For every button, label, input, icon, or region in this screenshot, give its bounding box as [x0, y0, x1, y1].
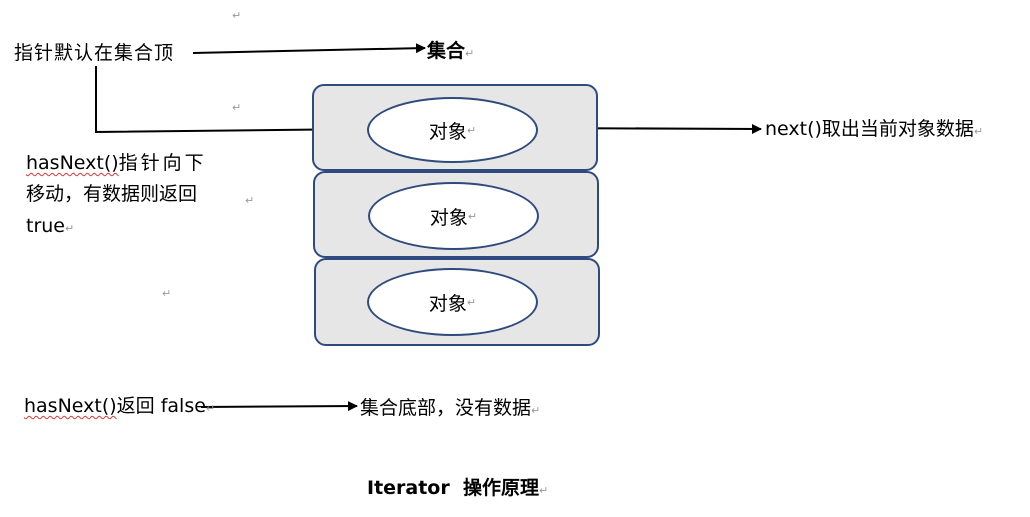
- object-label: 对象: [429, 206, 468, 229]
- pointer-default-note: 指针默认在集合顶: [14, 42, 174, 64]
- collection-bottom-note-text: 集合底部，没有数据: [360, 397, 532, 419]
- object-ellipse-1: 对象↵: [367, 97, 538, 163]
- has-next-false-rest: 返回 false: [116, 395, 206, 417]
- paragraph-mark: ↵: [466, 123, 477, 137]
- has-next-note-line-2-text: 移动，有数据则返回: [26, 183, 198, 205]
- has-next-note-line-3: true↵: [26, 215, 74, 240]
- arrow-pointer-to-collection: [192, 43, 426, 54]
- collection-title: 集合↵: [427, 40, 474, 65]
- has-next-false-method: hasNext(): [24, 395, 117, 417]
- has-next-method: hasNext(): [26, 152, 119, 174]
- paragraph-mark: ↵: [232, 101, 242, 114]
- has-next-false-note: hasNext()返回 false↵: [24, 395, 215, 420]
- object-label: 对象: [428, 292, 467, 315]
- paragraph-mark: ↵: [162, 287, 172, 300]
- has-next-note-line-2: 移动，有数据则返回: [26, 183, 197, 205]
- diagram-caption: Iterator 操作原理↵: [367, 477, 548, 502]
- object-label: 对象: [428, 120, 467, 143]
- next-note-text: next()取出当前对象数据: [765, 118, 974, 140]
- paragraph-mark: ↵: [538, 484, 549, 497]
- arrow-pointer-to-first-object: [95, 66, 368, 135]
- paragraph-mark: ↵: [466, 295, 477, 309]
- collection-title-text: 集合: [427, 40, 466, 62]
- paragraph-mark: ↵: [205, 402, 216, 415]
- diagram-caption-text: Iterator 操作原理: [367, 477, 539, 499]
- paragraph-mark: ↵: [65, 222, 75, 235]
- pointer-default-note-text: 指针默认在集合顶: [14, 42, 175, 64]
- paragraph-mark: ↵: [465, 47, 475, 60]
- paragraph-mark: ↵: [245, 194, 255, 207]
- has-next-note-line-1: hasNext()指针向下: [26, 152, 207, 174]
- paragraph-mark: ↵: [973, 125, 984, 138]
- paragraph-mark: ↵: [531, 404, 541, 417]
- has-next-note-line-3-text: true: [26, 215, 65, 237]
- collection-bottom-note: 集合底部，没有数据↵: [360, 397, 540, 422]
- object-ellipse-2: 对象↵: [368, 182, 539, 250]
- next-note: next()取出当前对象数据↵: [765, 118, 983, 143]
- has-next-note-line-1-rest: 指针向下: [118, 152, 207, 174]
- paragraph-mark: ↵: [467, 209, 478, 223]
- arrow-false-to-bottom: [200, 401, 358, 412]
- paragraph-mark: ↵: [232, 9, 242, 22]
- object-ellipse-3: 对象↵: [367, 268, 538, 336]
